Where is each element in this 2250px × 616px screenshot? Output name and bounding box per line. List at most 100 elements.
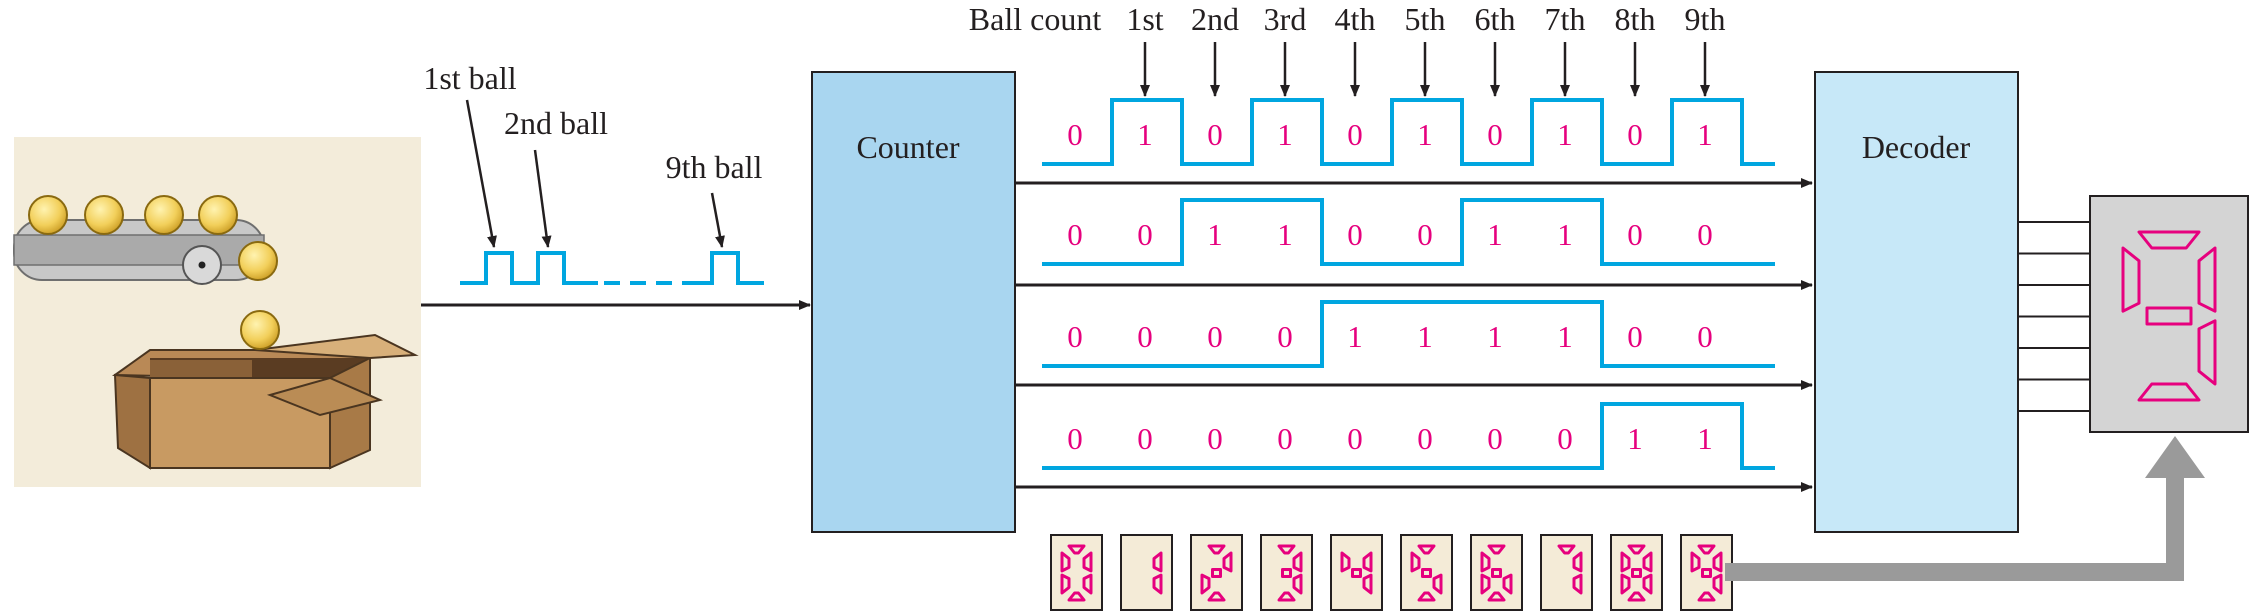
display-digit-9	[2121, 230, 2217, 402]
ninth-ball-label: 9th ball	[666, 149, 763, 185]
segment-a	[1417, 544, 1436, 555]
segment-g	[2145, 306, 2193, 326]
segment-a	[1277, 544, 1296, 555]
bit-value: 1	[1697, 421, 1713, 456]
bit-value: 0	[1207, 319, 1223, 354]
pulse-waveform	[460, 251, 598, 285]
digit-box-2	[1190, 534, 1243, 611]
bit-value: 1	[1347, 319, 1363, 354]
segment-c	[1572, 573, 1583, 595]
ordinal-label-9: 9th	[1685, 1, 1726, 37]
segment-d	[1697, 591, 1716, 602]
segment-d	[2137, 382, 2201, 402]
bit-value: 0	[1417, 421, 1433, 456]
bit-value: 1	[1487, 217, 1503, 252]
ordinal-label-7: 7th	[1545, 1, 1586, 37]
digit-box-frame	[1610, 534, 1663, 611]
digit-box-3	[1260, 534, 1313, 611]
ordinal-label-2: 2nd	[1191, 1, 1239, 37]
bit-value: 0	[1487, 421, 1503, 456]
second-ball-label: 2nd ball	[504, 105, 608, 141]
bit-value: 1	[1557, 319, 1573, 354]
ball-icon	[84, 195, 124, 235]
bit-value: 0	[1627, 117, 1643, 152]
segment-a	[1557, 544, 1576, 555]
segment-b	[1572, 551, 1583, 573]
digit-box-frame	[1330, 534, 1383, 611]
segment-e	[1200, 573, 1211, 595]
segment-a	[1627, 544, 1646, 555]
ordinal-label-8: 8th	[1615, 1, 1656, 37]
bit-value: 0	[1697, 319, 1713, 354]
bit-value: 0	[1627, 319, 1643, 354]
first-ball-label: 1st ball	[423, 60, 516, 96]
bit-value: 0	[1067, 117, 1083, 152]
display-feed-arrow	[1725, 436, 2205, 581]
waveform-line	[1042, 402, 1775, 470]
segment-c	[1152, 573, 1163, 595]
bit-value: 0	[1207, 421, 1223, 456]
bit-value: 0	[1347, 217, 1363, 252]
ball-icons	[28, 195, 280, 350]
bit-value: 0	[1137, 421, 1153, 456]
digit-box-6	[1470, 534, 1523, 611]
digit-box-9	[1680, 534, 1733, 611]
bit-value: 1	[1557, 217, 1573, 252]
segment-b	[2197, 246, 2217, 313]
digit-box-frame	[1470, 534, 1523, 611]
digit-box-0	[1050, 534, 1103, 611]
segment-b	[1642, 551, 1653, 573]
segment-b	[1152, 551, 1163, 573]
segment-c	[1292, 573, 1303, 595]
bit-value: 0	[1277, 319, 1293, 354]
segment-d	[1277, 591, 1296, 602]
bit-value: 1	[1487, 319, 1503, 354]
segment-b	[1082, 551, 1093, 573]
segment-c	[1642, 573, 1653, 595]
segment-f	[1480, 551, 1491, 573]
cardboard-box-icon	[111, 333, 419, 470]
bit-value: 1	[1137, 117, 1153, 152]
waveform-line	[1042, 300, 1775, 368]
bit-value: 1	[1417, 117, 1433, 152]
segment-c	[2197, 319, 2217, 386]
segment-e	[1480, 573, 1491, 595]
counter-box	[811, 71, 1016, 533]
ball-count-label: Ball count	[969, 1, 1102, 37]
segment-d	[1207, 591, 1226, 602]
segment-b	[1362, 551, 1373, 573]
bit-value: 0	[1697, 217, 1713, 252]
segment-a	[1067, 544, 1086, 555]
digit-sequence	[1050, 534, 1733, 611]
ball-icon	[198, 195, 238, 235]
segment-e	[1060, 573, 1071, 595]
gray-arrow-shaft	[1725, 475, 2184, 581]
first-ball-pointer	[465, 99, 497, 248]
segment-d	[1487, 591, 1506, 602]
bit-value: 1	[1697, 117, 1713, 152]
segment-d	[1627, 591, 1646, 602]
ninth-ball-pointer	[710, 192, 725, 248]
bit-value: 0	[1067, 421, 1083, 456]
counter-label: Counter	[856, 129, 959, 165]
segment-g	[1701, 568, 1712, 578]
pulse-waveform-9th	[682, 251, 764, 285]
bit-value: 0	[1557, 421, 1573, 456]
segment-a	[1487, 544, 1506, 555]
bit-value: 1	[1277, 117, 1293, 152]
segment-g	[1281, 568, 1292, 578]
segment-f	[1340, 551, 1351, 573]
segment-e	[1620, 573, 1631, 595]
segment-g	[1421, 568, 1432, 578]
ordinal-label-1: 1st	[1126, 1, 1163, 37]
segment-c	[1502, 573, 1513, 595]
segment-c	[1082, 573, 1093, 595]
decoder-output-lines	[2018, 221, 2090, 412]
decoder-box	[1814, 71, 2019, 533]
bit-value: 0	[1347, 117, 1363, 152]
segment-d	[1417, 591, 1436, 602]
bit-value: 0	[1207, 117, 1223, 152]
